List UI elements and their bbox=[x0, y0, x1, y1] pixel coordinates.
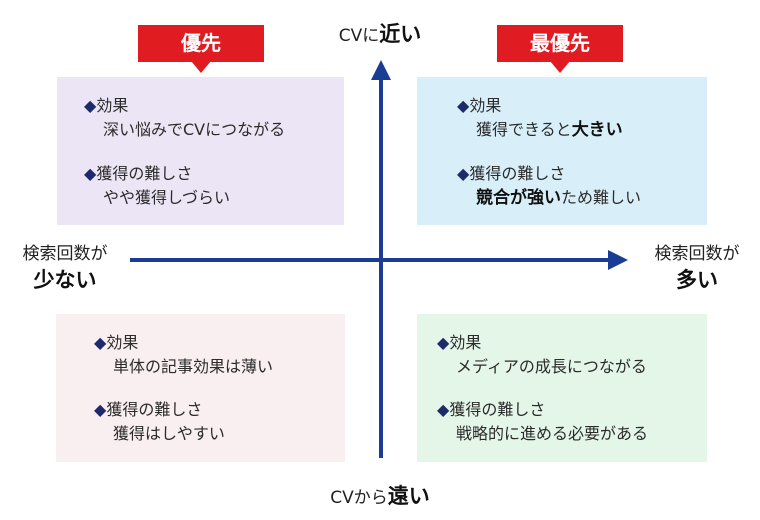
br-effect: ◆効果 メディアの成長につながる bbox=[437, 333, 647, 376]
tr-difficulty: ◆獲得の難しさ 競合が強いため難しい bbox=[457, 164, 642, 208]
diamond-bullet-icon: ◆ bbox=[84, 96, 97, 115]
br-difficulty: ◆獲得の難しさ 戦略的に進める必要がある bbox=[437, 400, 649, 443]
axis-label-right: 検索回数が 多い bbox=[654, 244, 740, 292]
top-priority-badge: 最優先 bbox=[497, 25, 623, 73]
tr-effect: ◆効果 獲得できると大きい bbox=[457, 96, 623, 140]
tl-effect: ◆効果 深い悩みでCVにつながる bbox=[84, 96, 286, 139]
priority-badge: 優先 bbox=[138, 25, 264, 73]
diamond-bullet-icon: ◆ bbox=[457, 164, 470, 183]
quadrant-bottom-right bbox=[417, 314, 707, 462]
quadrant-top-right bbox=[417, 77, 707, 225]
diamond-bullet-icon: ◆ bbox=[94, 400, 107, 419]
axis-label-left: 検索回数が 少ない bbox=[22, 244, 108, 292]
quadrant-bottom-left bbox=[56, 314, 345, 462]
bl-difficulty: ◆獲得の難しさ 獲得はしやすい bbox=[94, 400, 225, 443]
right-arrowhead bbox=[608, 250, 628, 270]
diamond-bullet-icon: ◆ bbox=[457, 96, 470, 115]
up-arrowhead bbox=[371, 60, 391, 80]
quadrant-top-left bbox=[57, 77, 344, 225]
diamond-bullet-icon: ◆ bbox=[437, 333, 450, 352]
diamond-bullet-icon: ◆ bbox=[437, 400, 450, 419]
diamond-bullet-icon: ◆ bbox=[94, 333, 107, 352]
diamond-bullet-icon: ◆ bbox=[84, 164, 97, 183]
bl-effect: ◆効果 単体の記事効果は薄い bbox=[94, 333, 274, 376]
axis-label-top: CVに近い bbox=[338, 22, 422, 46]
axis-label-bottom: CVから遠い bbox=[330, 484, 430, 508]
tl-difficulty: ◆獲得の難しさ やや獲得しづらい bbox=[84, 164, 231, 207]
